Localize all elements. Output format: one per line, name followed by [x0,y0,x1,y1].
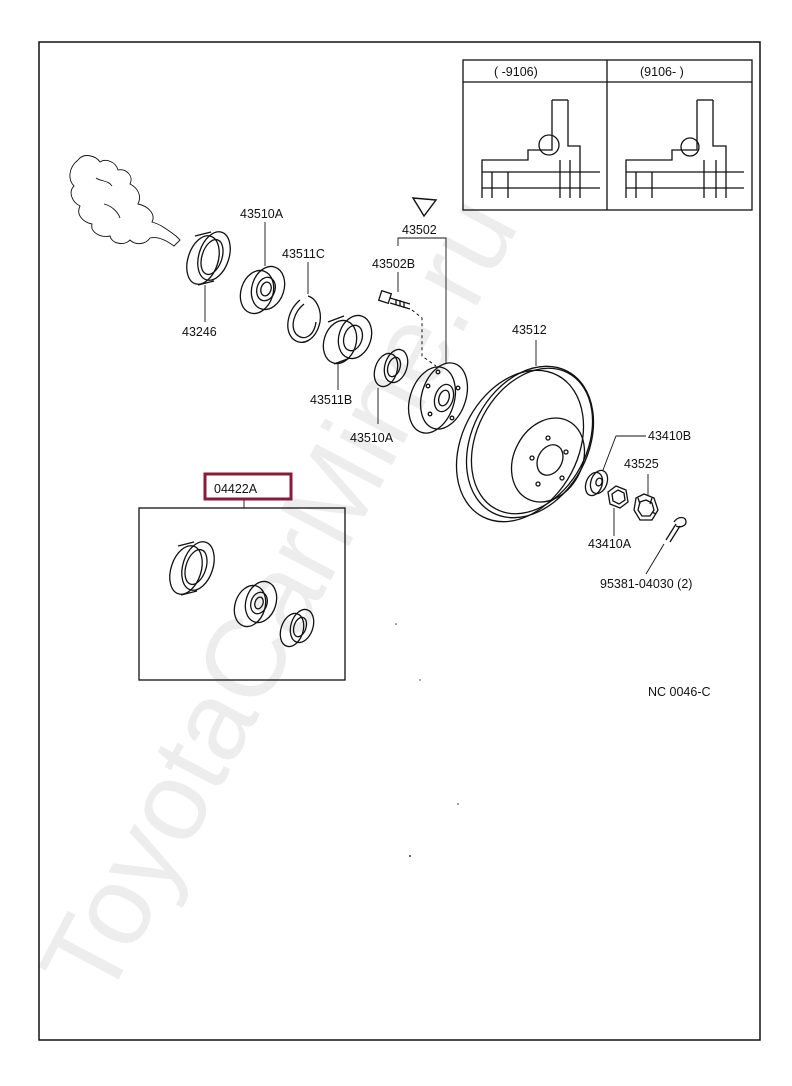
kit-bearing-outer [233,580,278,628]
inset-pointer-arrow [411,168,459,218]
label-95381: 95381-04030 (2) [600,577,692,591]
label-43502: 43502 [402,223,437,237]
label-43246: 43246 [182,325,217,339]
inset-left-detail [481,99,600,198]
watermark-text: ToyotaCarMine.ru [16,177,541,1016]
label-43511B: 43511B [310,393,352,407]
diagram-code: NC 0046-C [648,685,711,699]
scan-specks [395,623,459,857]
leader-43410B [602,435,646,471]
bolt-path-dashed [411,309,437,367]
variant-inset: ( -9106) (9106- ) [462,59,753,211]
inset-right-detail [625,99,744,198]
part-43525-lock-cap [633,493,659,521]
part-43510A-bottom-bearing [373,348,409,388]
kit-label: 04422A [214,482,258,496]
part-43511C-snap-ring [287,295,322,343]
inset-left-header: ( -9106) [494,65,538,79]
inset-right-header: (9106- ) [640,65,684,79]
part-43410B-washer [584,469,609,497]
part-43512-disc-rotor [455,365,595,523]
part-43510A-top-bearing [239,265,286,315]
diagram-frame [38,41,761,1041]
label-43510A-bottom: 43510A [350,431,394,445]
knuckle-outline [69,155,181,247]
label-43525: 43525 [624,457,659,471]
part-43246-seal [186,231,231,286]
leader-95381 [645,543,665,575]
label-43410A: 43410A [588,537,632,551]
part-43502-hub [407,362,469,434]
part-43410A-nut [607,485,629,509]
label-43510A-top: 43510A [240,207,284,221]
part-43511B-bearing [322,314,373,365]
part-95381-cotter-pin [665,516,687,543]
kit-label-highlight [203,472,293,501]
label-43502B: 43502B [372,257,415,271]
label-43410B: 43410B [648,429,691,443]
kit-bearing-inner [279,608,315,648]
kit-box [138,507,346,681]
kit-seal [169,541,215,596]
label-43511C: 43511C [282,247,325,261]
leader-43502 [397,237,447,364]
label-43512: 43512 [512,323,547,337]
part-43502B-hub-bolt [377,289,411,310]
